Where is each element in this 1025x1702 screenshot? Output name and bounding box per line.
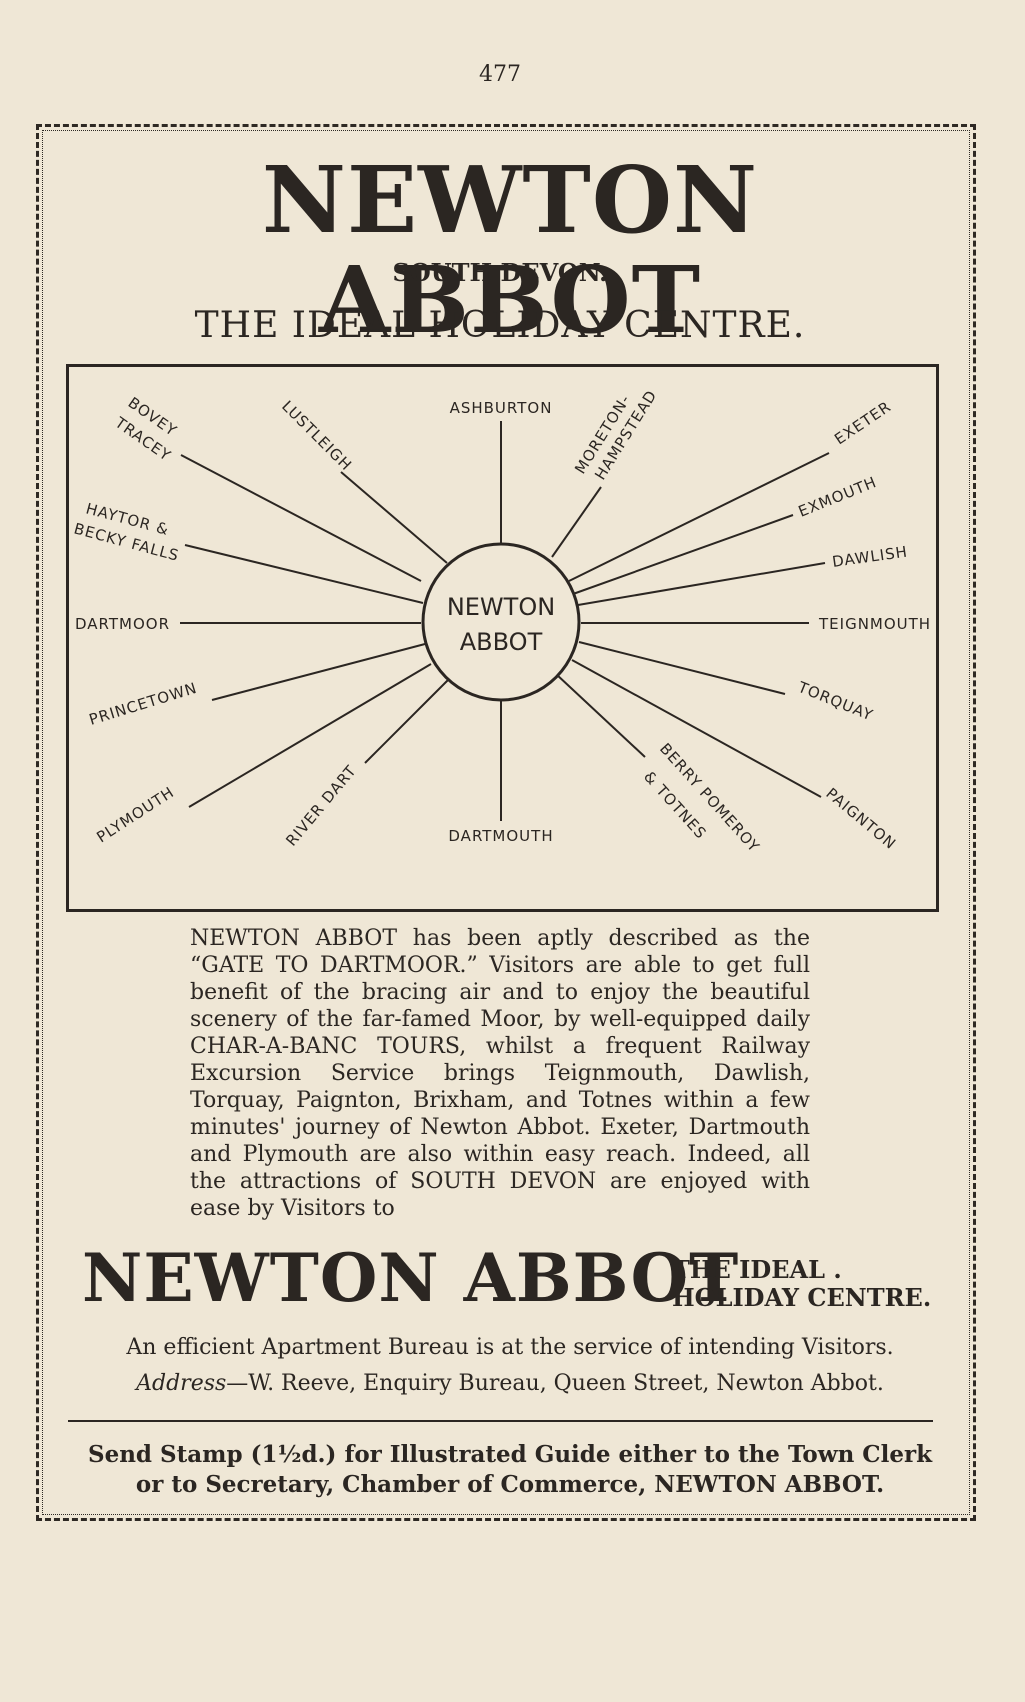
label-teignmouth: TEIGNMOUTH <box>818 615 931 633</box>
spoke-exeter <box>568 452 830 582</box>
main-title: NEWTON ABBOT <box>261 146 759 354</box>
label-torquay: TORQUAY <box>795 678 876 725</box>
stamp-line2: or to Secretary, Chamber of Commerce, NE… <box>135 1471 885 1498</box>
label-princetown: PRINCETOWN <box>87 679 199 729</box>
label-dartmouth: DARTMOUTH <box>448 827 553 845</box>
label-ashburton: ASHBURTON <box>450 399 553 417</box>
page-number: 477 <box>479 62 521 87</box>
spoke-river-dart <box>364 678 450 764</box>
description-paragraph: NEWTON ABBOT has been aptly described as… <box>190 926 810 1221</box>
spoke-berry-pomeroy <box>555 673 646 758</box>
stamp-line1: Send Stamp (1½d.) for Illustrated Guide … <box>87 1441 933 1468</box>
spoke-exmouth <box>572 514 794 595</box>
address-label: Address <box>136 1371 227 1396</box>
route-map: NEWTON ABBOT BOVEY TRACEY LUSTLEIGH ASHB… <box>66 364 939 912</box>
center-label-line2: ABBOT <box>460 628 543 656</box>
center-label-line1: NEWTON <box>447 593 555 621</box>
label-paignton: PAIGNTON <box>822 784 899 853</box>
divider-rule <box>68 1420 933 1422</box>
label-exmouth: EXMOUTH <box>796 473 880 521</box>
region-subtitle: SOUTH DEVON. <box>392 258 608 287</box>
label-dawlish: DAWLISH <box>831 543 909 571</box>
tagline: THE IDEAL HOLIDAY CENTRE. <box>194 305 806 346</box>
spoke-torquay <box>578 641 786 695</box>
address-line: Address—W. Reeve, Enquiry Bureau, Queen … <box>60 1366 960 1402</box>
label-dartmoor: DARTMOOR <box>75 615 170 633</box>
spoke-moreton-hampstead <box>551 486 602 558</box>
spoke-dawlish <box>577 562 826 606</box>
address-text: —W. Reeve, Enquiry Bureau, Queen Street,… <box>226 1371 884 1396</box>
label-plymouth: PLYMOUTH <box>93 783 177 846</box>
spoke-lustleigh <box>340 471 448 564</box>
bureau-info: An efficient Apartment Bureau is at the … <box>60 1330 960 1402</box>
footer-title: NEWTON ABBOT <box>82 1239 740 1317</box>
spoke-bovey-tracey <box>180 454 422 582</box>
decorative-border <box>36 124 976 1521</box>
label-exeter: EXETER <box>831 397 894 448</box>
spoke-princetown <box>211 643 426 701</box>
label-river-dart: RIVER DART <box>282 762 360 850</box>
spoke-paignton <box>571 659 822 798</box>
spoke-haytor <box>184 544 424 604</box>
label-lustleigh: LUSTLEIGH <box>278 397 355 474</box>
footer-tagline: THE IDEAL . HOLIDAY CENTRE. <box>672 1256 931 1312</box>
footer-tagline-line2: HOLIDAY CENTRE. <box>672 1283 932 1312</box>
footer-tagline-line1: THE IDEAL . <box>672 1255 842 1284</box>
center-circle <box>421 542 581 702</box>
bureau-line: An efficient Apartment Bureau is at the … <box>126 1335 894 1360</box>
spoke-plymouth <box>188 663 432 808</box>
stamp-notice: Send Stamp (1½d.) for Illustrated Guide … <box>60 1440 960 1500</box>
route-map-svg: NEWTON ABBOT BOVEY TRACEY LUSTLEIGH ASHB… <box>72 387 931 856</box>
